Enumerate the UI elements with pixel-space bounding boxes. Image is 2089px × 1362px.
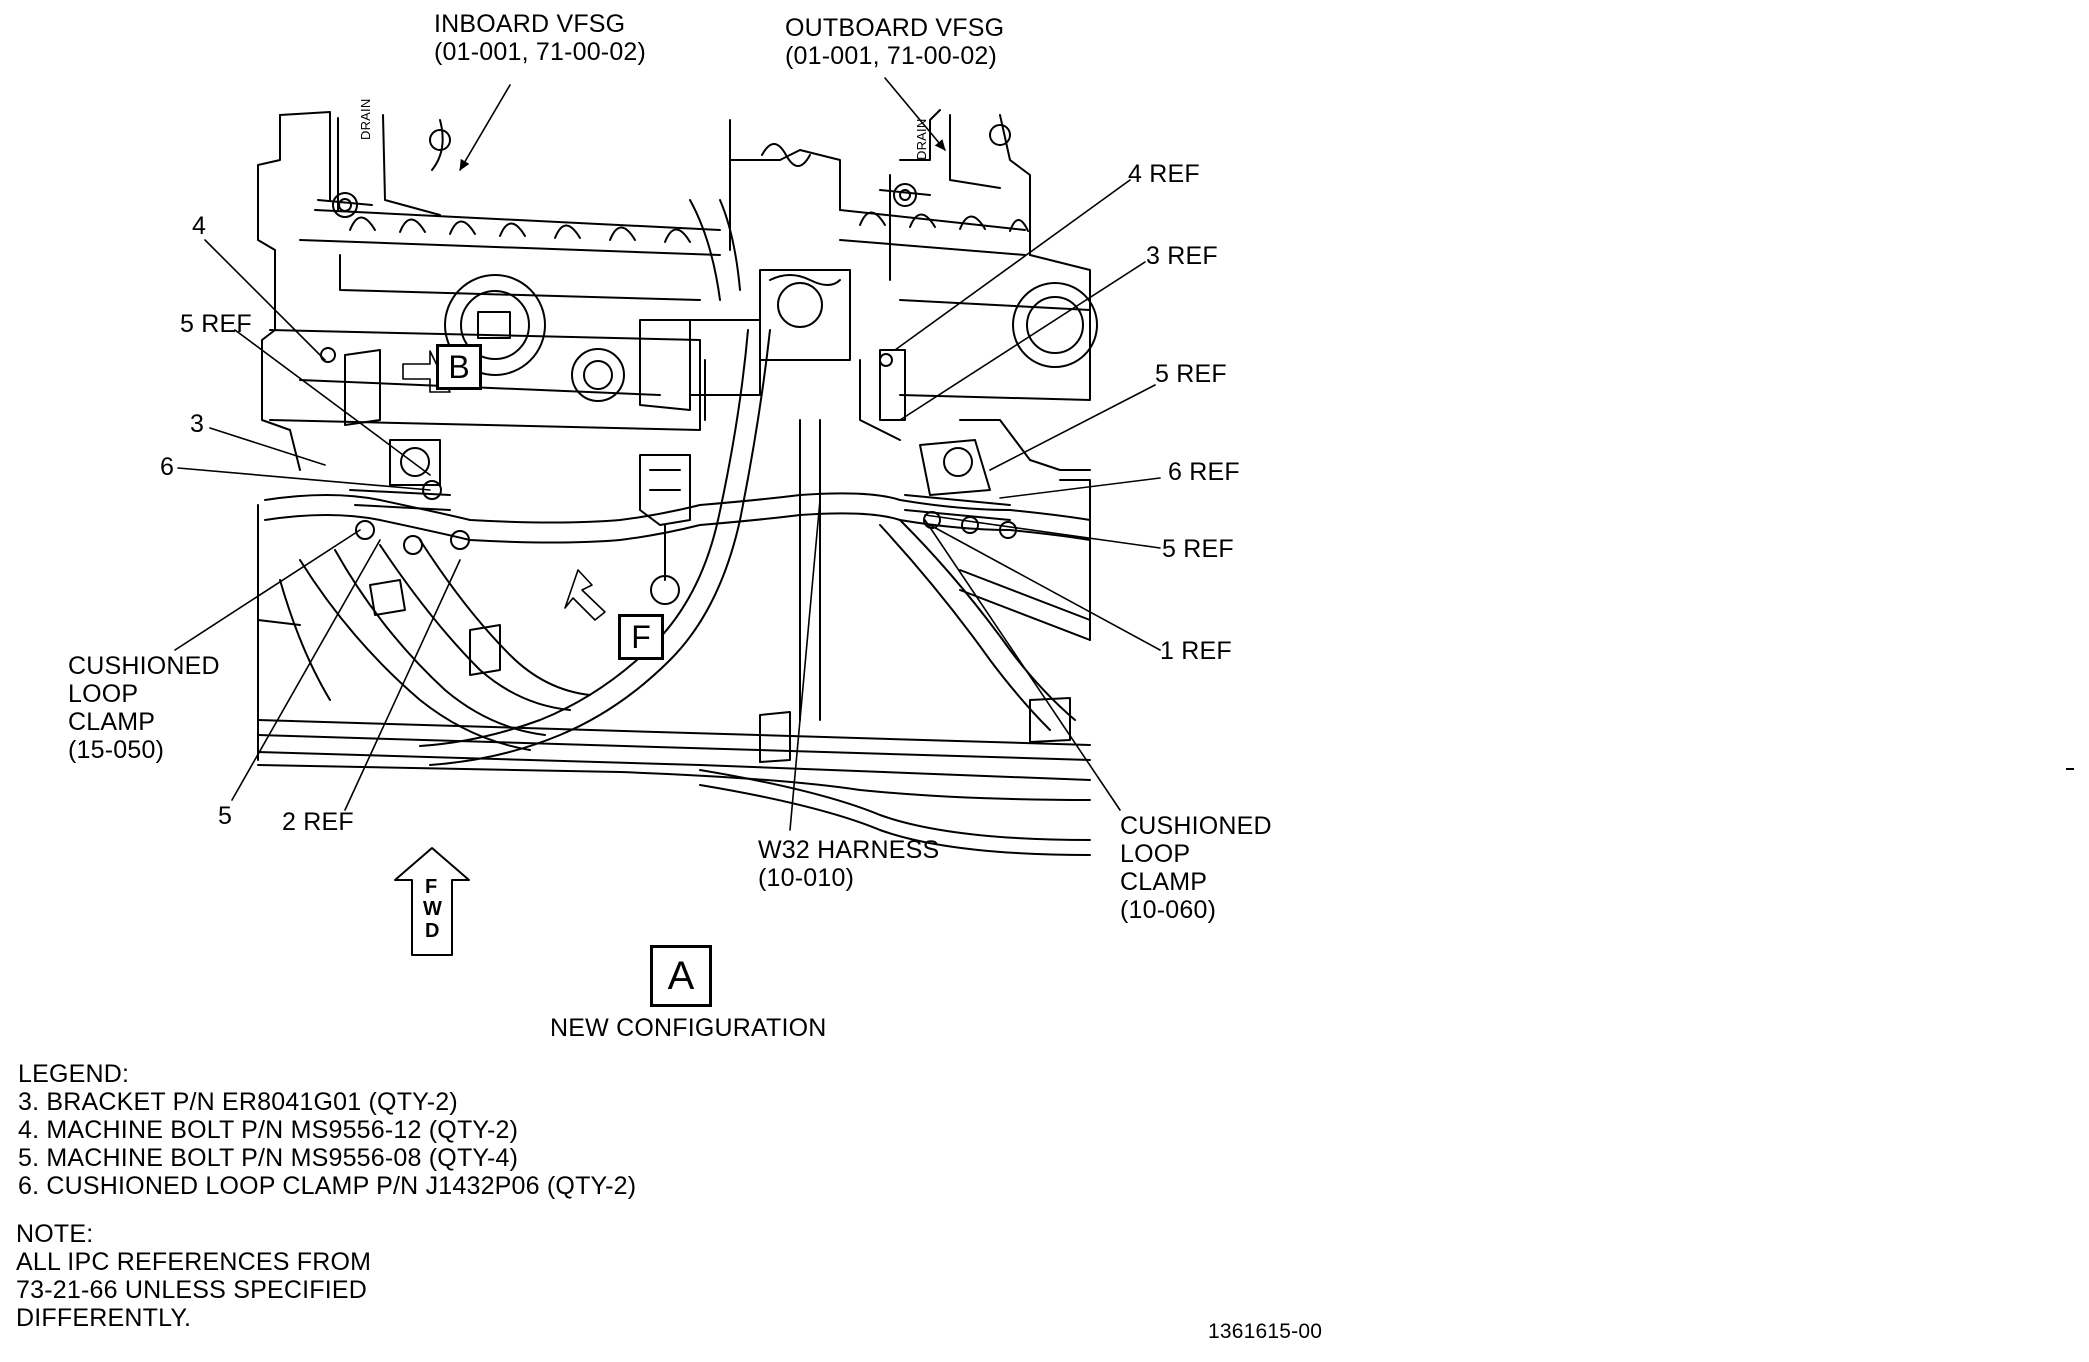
center-fittings — [639, 119, 851, 605]
right-bracket-assembly — [879, 349, 1017, 539]
view-flag-b: B — [436, 344, 482, 390]
configuration-label: NEW CONFIGURATION — [550, 1014, 827, 1042]
w32-harness-bundles — [264, 329, 1091, 766]
callout-1-ref: 1 REF — [1160, 637, 1232, 665]
fwd-letter-f: F — [425, 876, 438, 898]
callout-3-ref-right: 3 REF — [1146, 242, 1218, 270]
cushioned-loop-clamp-right: CUSHIONED LOOP CLAMP (10-060) — [1120, 812, 1272, 924]
callout-6-ref-right: 6 REF — [1168, 458, 1240, 486]
callout-4: 4 — [192, 212, 207, 240]
legend-item: 4. MACHINE BOLT P/N MS9556-12 (QTY-2) — [18, 1116, 519, 1144]
callout-6: 6 — [160, 453, 175, 481]
legend-item: 3. BRACKET P/N ER8041G01 (QTY-2) — [18, 1088, 458, 1116]
callout-5-ref-left: 5 REF — [180, 310, 252, 338]
callout-5-left-bottom: 5 — [218, 802, 233, 830]
fwd-letter-w: W — [423, 898, 442, 920]
view-flag-a: A — [650, 945, 712, 1007]
figure-number: 1361615-00 — [1208, 1320, 1323, 1343]
inboard-vfsg-label: INBOARD VFSG (01-001, 71-00-02) — [434, 10, 647, 66]
lower-frame-rails — [257, 419, 1091, 856]
leader-lines — [174, 77, 1161, 831]
note: NOTE: ALL IPC REFERENCES FROM 73-21-66 U… — [16, 1220, 371, 1332]
w32-harness-label: W32 HARNESS (10-010) — [758, 836, 940, 892]
edge-tick-mark — [2066, 768, 2074, 770]
note-line: ALL IPC REFERENCES FROM — [16, 1248, 372, 1276]
callout-3: 3 — [190, 410, 205, 438]
legend-item: 6. CUSHIONED LOOP CLAMP P/N J1432P06 (QT… — [18, 1172, 637, 1200]
legend: LEGEND: 3. BRACKET P/N ER8041G01 (QTY-2)… — [18, 1060, 636, 1200]
fwd-letter-d: D — [425, 920, 440, 942]
callout-5-ref-right-top: 5 REF — [1155, 360, 1227, 388]
view-flag-f: F — [618, 614, 664, 660]
outboard-vfsg-label: OUTBOARD VFSG (01-001, 71-00-02) — [785, 14, 1005, 70]
fwd-arrow-outline — [394, 847, 470, 956]
inboard-vfsg-housing — [257, 111, 721, 471]
callout-4-ref-right: 4 REF — [1128, 160, 1200, 188]
callout-5-ref-right-bottom: 5 REF — [1162, 535, 1234, 563]
drain-label-right: DRAIN — [914, 118, 929, 160]
note-line: DIFFERENTLY. — [16, 1304, 192, 1332]
note-title: NOTE: — [16, 1220, 94, 1248]
drain-label-left: DRAIN — [358, 98, 373, 140]
cushioned-loop-clamp-left: CUSHIONED LOOP CLAMP (15-050) — [68, 652, 220, 764]
legend-item: 5. MACHINE BOLT P/N MS9556-08 (QTY-4) — [18, 1144, 519, 1172]
note-line: 73-21-66 UNLESS SPECIFIED — [16, 1276, 367, 1304]
outboard-vfsg-housing — [839, 109, 1098, 641]
legend-title: LEGEND: — [18, 1060, 130, 1088]
callout-2-ref: 2 REF — [282, 808, 354, 836]
